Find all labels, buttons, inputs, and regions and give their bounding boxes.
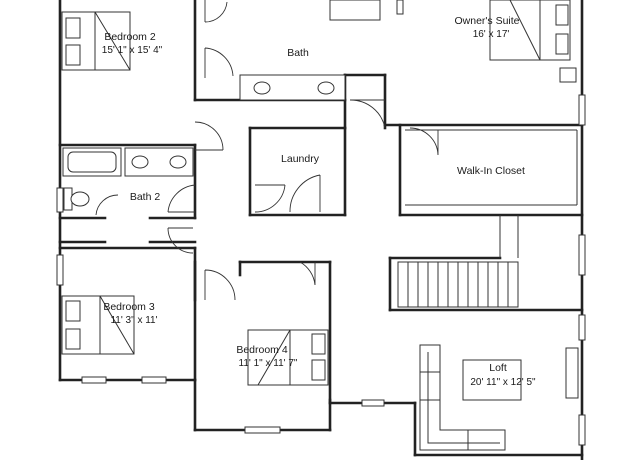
stair-treads [407,262,509,307]
bedroom4-name: Bedroom 4 [236,344,288,356]
fixtures [61,0,579,451]
bedroom3-name: Bedroom 3 [103,301,155,313]
loft-dims: 20' 11" x 12' 5" [470,377,536,388]
bedroom4-dims: 11' 1" x 11' 7" [239,358,298,369]
bedroom2-name: Bedroom 2 [104,31,156,43]
windows [56,0,586,446]
bedroom2-dims: 15' 1" x 15' 4" [102,45,163,56]
owners-suite-name: Owner's Suite [454,15,519,27]
owners-suite-dims: 16' x 17' [473,29,510,40]
bath2-name: Bath 2 [130,191,161,203]
loft-name: Loft [489,362,507,374]
walk-in-closet-name: Walk-In Closet [457,165,525,177]
room-labels: Bedroom 2 15' 1" x 15' 4" Owner's Suite … [102,15,536,388]
bedroom3-dims: 11' 3" x 11' [110,315,157,326]
doors [95,0,439,301]
bath-name: Bath [287,47,309,59]
laundry-name: Laundry [281,153,320,165]
